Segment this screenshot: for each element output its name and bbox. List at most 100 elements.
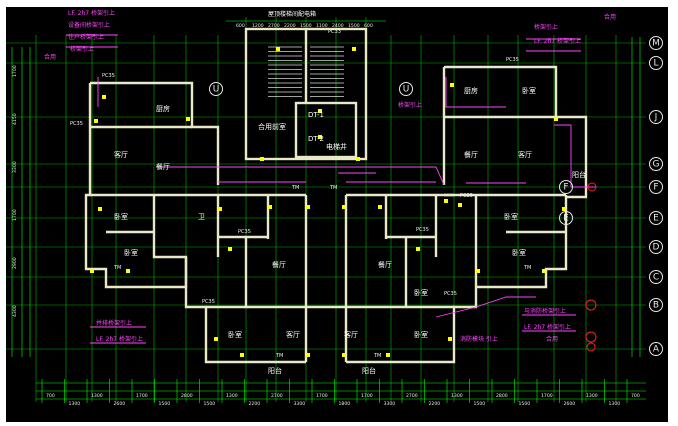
equipment-box [378,205,382,209]
dim-bottom-text: 1500 [204,401,216,407]
equipment-box [554,117,558,121]
axis-bubble-label: D [653,243,660,253]
room-living-bottom-right: 客厅 [344,330,358,339]
axis-bubble-label: U [403,85,410,95]
equipment-box [126,269,130,273]
note-bottom-right-1: 与消防桥架引上 [524,307,566,315]
equipment-box [562,207,566,211]
equipment-box [218,207,222,211]
pc-top: PC33 [328,29,341,35]
axis-bubble-circle [649,180,663,194]
note-left-2: 合用 [44,53,56,61]
equipment-box [318,135,322,139]
room-living-bottom-left: 客厅 [286,330,300,339]
annotations: LF. 2h7 桥架引上 设备间桥架引上 住户桥架引上 桥架引上 合用 桥架引上… [44,9,616,343]
axis-right-1: L [649,56,663,70]
room-balcony-bottom-left: 阳台 [268,366,282,375]
dim-bottom-text: 2700 [271,393,283,399]
axis-bubble-circle [399,82,413,96]
axis-bubble-label: A [653,345,660,355]
pc-right-mid: PC35 [460,193,473,199]
axis-bubble-label: F [653,183,658,193]
dim-top-text: 1500 [348,23,360,29]
note-bottom-mid: 消防模块 引上 [460,335,498,343]
equipment-box [444,199,448,203]
axis-bubble-circle [209,82,223,96]
axis-bubble-label: B [653,301,659,311]
room-elevator-2: DT-2 [308,135,324,143]
conduit-lines [66,34,596,344]
pc-left-mid: PC35 [70,121,83,127]
equipment-box [450,83,454,87]
red-markers [585,182,597,352]
room-dining-right: 餐厅 [464,150,478,159]
dimensions-bottom: 7001300130026001700150028001500130022002… [46,393,640,407]
equipment-box [268,205,272,209]
tm-left: TM [113,265,121,271]
dim-bottom-text: 2600 [564,401,576,407]
dim-bottom-text: 1500 [474,401,486,407]
equipment-box [214,337,218,341]
tm-bottom-right: TM [373,353,381,359]
dim-bottom-text: 1300 [451,393,463,399]
dim-top-text: 600 [364,23,373,29]
pc-bottom-right: PC35 [444,291,457,297]
room-living-left: 客厅 [114,150,128,159]
dim-left-text: 4300 [12,305,18,317]
room-balcony-right: 阳台 [572,170,586,179]
axis-bubble-label: E [653,214,659,224]
equipment-box [276,47,280,51]
note-top-left-1: LF. 2h7 桥架引上 [68,9,115,17]
dim-bottom-text: 1300 [609,401,621,407]
equipment-box [458,203,462,207]
axis-bubble-label: J [654,113,658,123]
axis-bubble-circle [649,56,663,70]
dim-bottom-text: 1700 [361,393,373,399]
axis-bubble-label: G [653,160,660,170]
cad-viewport[interactable]: 客厅 厨房 餐厅 卧室 卧室 卫 卧室 客厅 客厅 卧室 餐厅 餐厅 厨房 卧室… [6,7,668,422]
room-bed-right-2: 卧室 [512,248,526,257]
dim-bottom-text: 1700 [136,393,148,399]
equipment-box [186,117,190,121]
dim-bottom-text: 1300 [586,393,598,399]
axis-bubble-label: L [653,59,658,69]
dim-top-text: 1500 [300,23,312,29]
axis-right-4: F [649,180,663,194]
axis-right-6: D [649,240,663,254]
equipment-box [476,269,480,273]
dim-bottom-text: 700 [631,393,640,399]
room-dining-center-left: 餐厅 [272,260,286,269]
room-balcony-bottom-right: 阳台 [362,366,376,375]
room-elevator-hall: 合用前室 [258,122,286,131]
dim-bottom-text: 2200 [249,401,261,407]
tm-center-left: TM [291,185,299,191]
dim-bottom-text: 700 [46,393,55,399]
dim-left-text: 1700 [12,65,18,77]
dim-bottom-text: 1300 [69,401,81,407]
axis-bubble-circle [649,157,663,171]
dimension-ticks [41,379,628,403]
room-dining-center-right: 餐厅 [378,260,392,269]
axis-right-3: G [649,157,663,171]
walls [84,27,588,364]
equipment-box [228,247,232,251]
axis-bubble-circle [559,180,573,194]
room-living-right: 客厅 [518,150,532,159]
dim-top-text: 1200 [252,23,264,29]
equipment-box [342,353,346,357]
axis-right-5: E [649,211,663,225]
pc-bottom-left: PC35 [202,299,215,305]
pc-left-top: PC35 [102,73,115,79]
equipment-labels: PC33 PC35 PC35 PC35 PC35 PC35 PC35 PC35 … [70,29,531,359]
axis-bubble-circle [649,36,663,50]
dim-bottom-text: 1800 [339,401,351,407]
room-bed-bottom-left: 卧室 [228,330,242,339]
note-bottom-left-1: 并排桥架引上 [96,319,132,327]
axis-bubble-label: E [563,214,569,224]
note-right-3: 合用 [604,13,616,21]
dim-bottom-text: 3300 [294,401,306,407]
note-center: 桥架引上 [398,101,422,109]
